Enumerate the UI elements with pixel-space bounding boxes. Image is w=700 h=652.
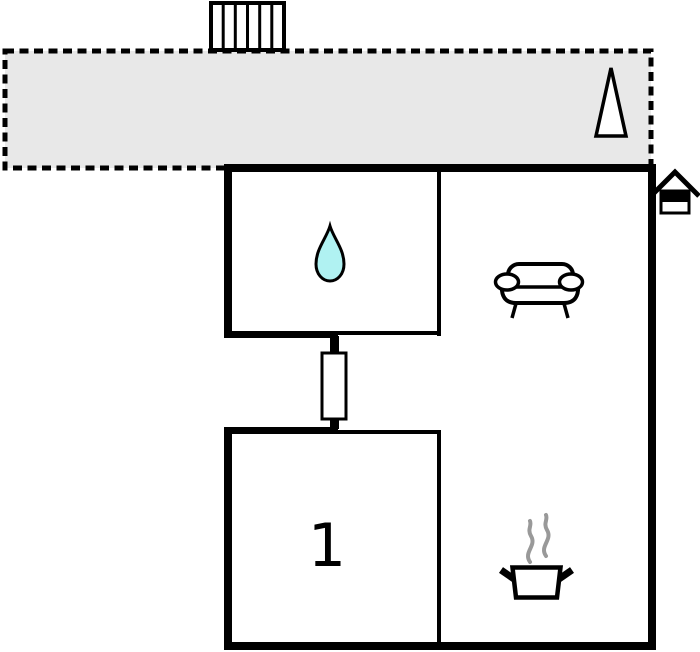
wall-left-lower: [224, 427, 232, 650]
sofa-icon: [493, 262, 585, 319]
tree-icon: [593, 67, 629, 138]
wall-bathroom-bottom-thin: [338, 331, 441, 335]
wall-divider-lower: [437, 430, 441, 650]
wall-bedroom-top-thick: [224, 427, 338, 434]
pot-body: [509, 565, 564, 600]
sofa-armrest-left: [493, 272, 521, 292]
wall-bedroom-top-thin: [338, 430, 441, 434]
passage-stub-top: [330, 336, 339, 356]
passage-stub-bottom: [330, 416, 339, 429]
steam-line-left: [526, 519, 535, 564]
wall-left-upper: [224, 164, 232, 338]
steam-line-right: [542, 513, 551, 558]
room-number-label: 1: [308, 511, 346, 581]
house-roof: [649, 168, 700, 198]
house-entrance-icon: [649, 168, 700, 215]
cooking-pot-icon: [499, 513, 574, 600]
wall-divider-upper: [437, 164, 441, 336]
water-drop-icon: [314, 220, 346, 283]
passage-connector: [320, 351, 348, 421]
terrace-area: [2, 48, 654, 171]
stairs-icon: [209, 1, 286, 52]
wall-right: [648, 164, 656, 650]
house-body-top: [661, 191, 689, 202]
wall-bathroom-bottom-thick: [224, 331, 338, 338]
sofa-armrest-right: [557, 272, 585, 292]
building-walls: [224, 164, 656, 650]
